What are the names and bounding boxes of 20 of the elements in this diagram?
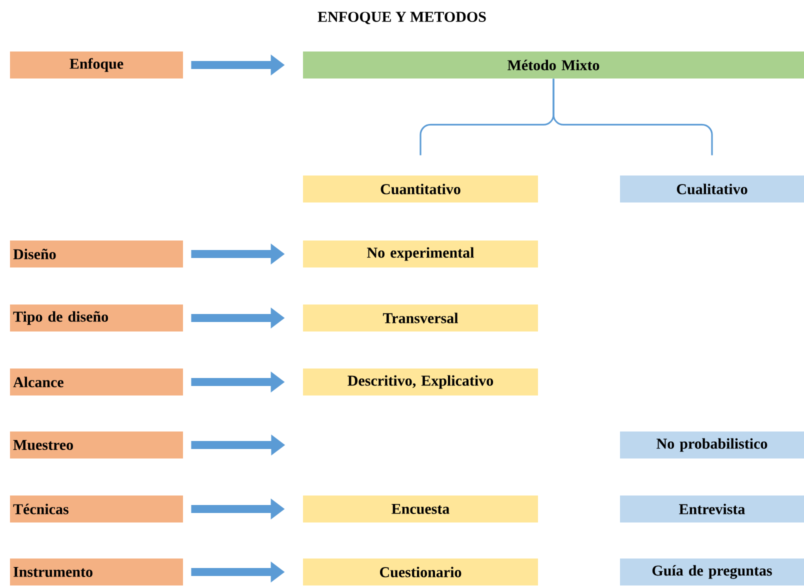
value-box: Entrevista [620, 496, 804, 522]
method-box: Método Mixto [303, 52, 804, 78]
category-box: Muestreo [10, 432, 183, 458]
value-box: No probabilistico [620, 432, 804, 458]
category-box: Instrumento [10, 558, 183, 586]
category-box: Diseño [10, 240, 183, 268]
title: ENFOQUE Y METODOS [318, 12, 486, 24]
approach-box: Cualitativo [620, 176, 804, 202]
value-box: Cuestionario [303, 558, 538, 586]
brace-line [552, 78, 713, 156]
value-box: Transversal [303, 304, 538, 332]
value-box: Encuesta [303, 496, 538, 522]
value-box: Guía de preguntas [620, 558, 804, 586]
category-box: Técnicas [10, 496, 183, 522]
category-box: Tipo de diseño [10, 304, 183, 332]
approach-box: Cuantitativo [303, 176, 538, 202]
category-box: Alcance [10, 368, 183, 396]
category-box: Enfoque [10, 52, 183, 78]
value-box: Descritivo, Explicativo [303, 368, 538, 396]
value-box: No experimental [303, 240, 538, 268]
